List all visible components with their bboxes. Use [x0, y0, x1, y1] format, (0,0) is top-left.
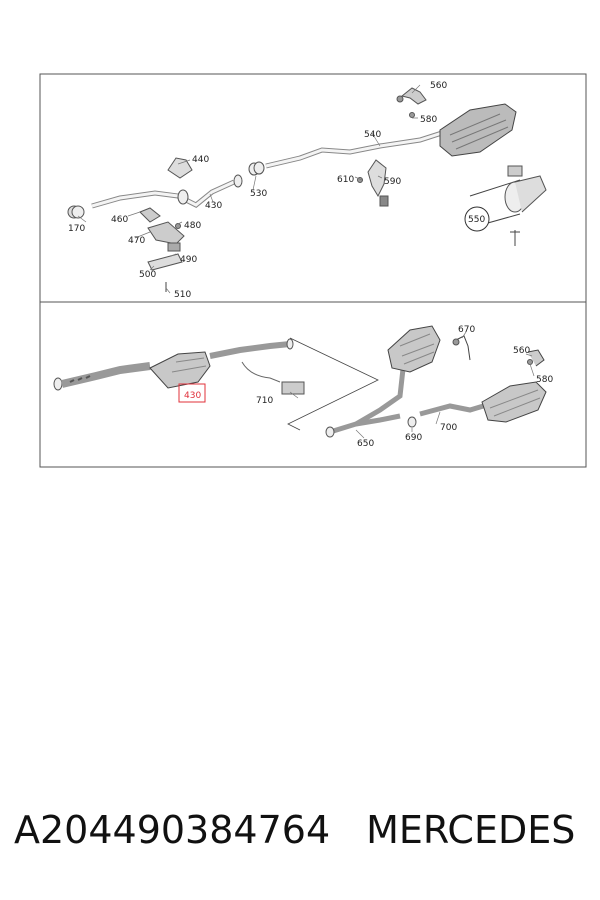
nut-480	[175, 223, 181, 229]
clamp-part	[71, 205, 85, 219]
screw-part	[510, 230, 520, 246]
callout-700: 700	[440, 423, 457, 433]
callout-470: 470	[128, 236, 145, 246]
callout-560: 560	[430, 81, 447, 91]
top-callouts: 560 580 540 440 530 610 590 550 170 460 …	[68, 81, 485, 300]
muffler-ribs	[399, 333, 435, 365]
intermediate-pipe	[209, 341, 291, 359]
rubber-490	[167, 242, 181, 252]
brand-name: MERCEDES	[366, 808, 576, 852]
hanger-part	[400, 87, 427, 105]
sensor-710	[281, 381, 305, 395]
callout-710: 710	[256, 396, 273, 406]
callout-670: 670	[458, 325, 475, 335]
callout-500: 500	[139, 270, 156, 280]
rear-muffler	[439, 103, 517, 157]
pipe-end	[325, 426, 335, 438]
tail-tip-body	[514, 175, 547, 213]
leader-lines	[77, 84, 421, 294]
top-panel	[67, 84, 547, 294]
callout-170: 170	[68, 224, 85, 234]
muffler-ribs	[489, 389, 541, 417]
rubber-mount	[452, 338, 460, 346]
hanger-670	[455, 335, 471, 361]
rubber-mount	[379, 195, 389, 207]
pipe-flange	[53, 377, 63, 391]
sensor-wire	[241, 361, 281, 383]
callout-430: 430	[205, 201, 222, 211]
bottom-panel	[53, 325, 547, 439]
clamp-690	[407, 416, 417, 428]
callout-590: 590	[384, 177, 401, 187]
pipe-joint	[177, 189, 189, 205]
callout-430-highlighted: 430	[184, 391, 201, 401]
bracket-part	[367, 159, 387, 198]
callout-550: 550	[468, 215, 485, 225]
callout-580-lower: 580	[536, 375, 553, 385]
bracket-part	[139, 207, 161, 223]
pipe-end	[286, 338, 294, 350]
middle-pipe-inner	[265, 130, 446, 168]
hanger-560-lower	[527, 349, 545, 367]
converter-shield-lines	[171, 357, 207, 373]
leader-lines	[289, 331, 535, 439]
callout-610: 610	[337, 175, 354, 185]
part-caption: A204490384764 MERCEDES	[14, 808, 594, 858]
middle-muffler	[387, 325, 441, 373]
clamp-part	[253, 161, 265, 175]
part-number: A204490384764	[14, 808, 331, 852]
tail-tip-clip	[507, 165, 523, 177]
bracket-470	[147, 221, 185, 245]
bracket-part	[167, 157, 193, 179]
rear-muffler-lower	[481, 381, 547, 423]
bolt-580-lower	[527, 359, 533, 365]
guide-lines	[287, 337, 379, 431]
y-pipe-branch	[355, 413, 401, 427]
callout-560-lower: 560	[513, 346, 530, 356]
callout-510: 510	[174, 290, 191, 300]
callout-440: 440	[192, 155, 209, 165]
bottom-callouts: 670 560 580 710 650 690 700	[256, 325, 553, 449]
callout-480: 480	[184, 221, 201, 231]
callout-490: 490	[180, 255, 197, 265]
bolt-580	[409, 112, 415, 118]
callout-580: 580	[420, 115, 437, 125]
rubber-mount	[396, 95, 404, 103]
callout-460: 460	[111, 215, 128, 225]
callout-540: 540	[364, 130, 381, 140]
highlight-box-430	[178, 383, 206, 403]
bracket-500	[147, 253, 183, 271]
y-pipe	[329, 359, 407, 435]
catalytic-converter	[149, 351, 211, 389]
rear-pipe	[419, 401, 491, 417]
callout-650: 650	[357, 439, 374, 449]
callout-circle-550	[464, 206, 490, 232]
muffler-ribs	[449, 113, 509, 150]
callout-690: 690	[405, 433, 422, 443]
flex-bellows	[69, 375, 91, 383]
callout-530: 530	[250, 189, 267, 199]
exhaust-system-diagram: 560 580 540 440 530 610 590 550 170 460 …	[39, 73, 587, 468]
pipe-joint	[233, 174, 243, 188]
